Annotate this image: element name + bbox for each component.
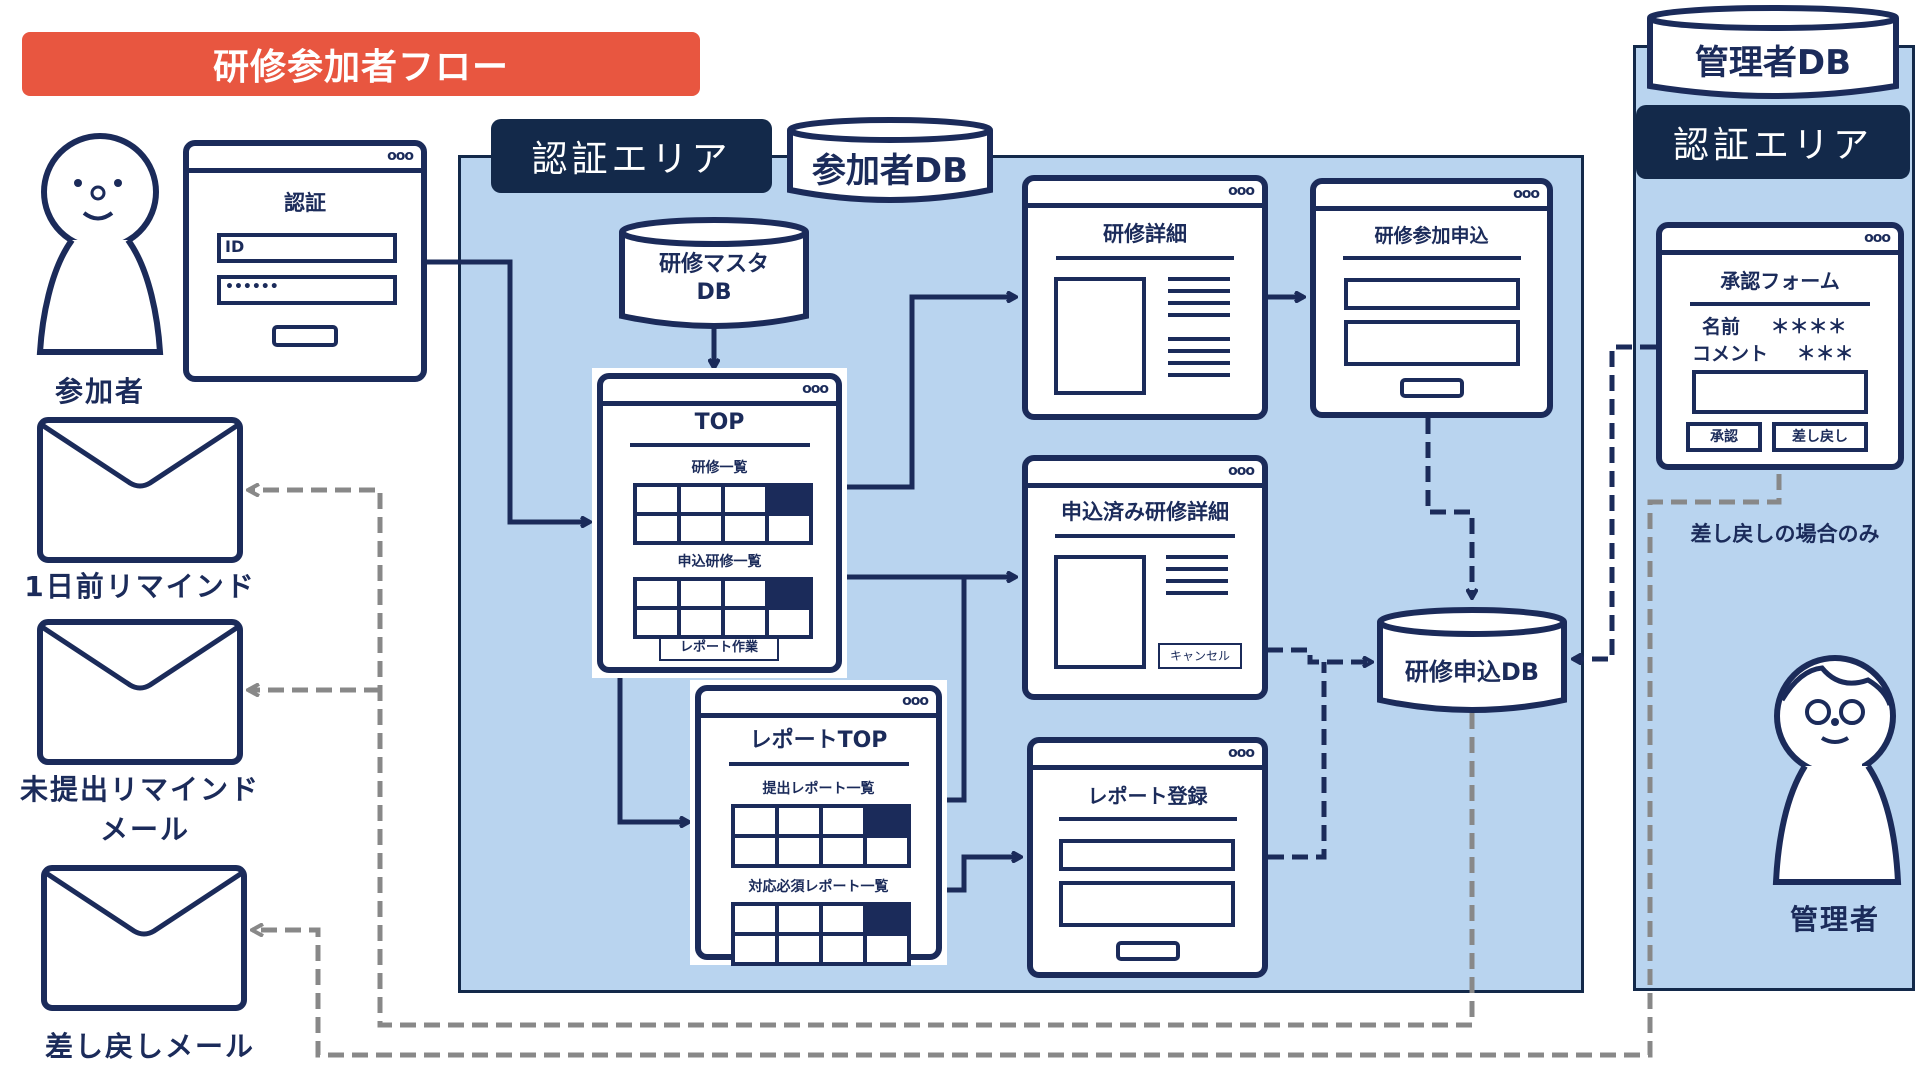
applied-list-label: 申込研修一覧 xyxy=(677,554,762,570)
admin-area-label: 認証エリア xyxy=(1636,105,1910,179)
admin-db-label: 管理者DB xyxy=(1694,43,1852,83)
report-top-title: レポートTOP xyxy=(749,728,888,753)
window-dots-icon: ooo xyxy=(1228,463,1255,479)
mail-icon-unsubmitted xyxy=(37,619,243,765)
master-db-cylinder xyxy=(619,217,809,329)
comment-label: コメント xyxy=(1692,343,1769,365)
participant-db-cylinder xyxy=(787,117,993,203)
login-button[interactable] xyxy=(272,325,338,347)
report-top-window: ooo レポートTOP 提出レポート一覧 対応必須レポート一覧 xyxy=(695,685,942,966)
window-dots-icon: ooo xyxy=(1228,745,1255,761)
image-placeholder xyxy=(1054,555,1146,669)
applied-row-link[interactable] xyxy=(769,581,809,606)
name-value: ＊＊＊＊ xyxy=(1770,316,1847,338)
window-dots-icon: ooo xyxy=(902,693,929,709)
top-title: TOP xyxy=(694,410,745,435)
participant-label: 参加者 xyxy=(54,375,145,408)
participant-db-label: 参加者DB xyxy=(811,151,969,191)
name-label: 名前 xyxy=(1702,316,1741,338)
email-label-reject: 差し戻しメール xyxy=(44,1030,255,1063)
submitted-report-list-label: 提出レポート一覧 xyxy=(762,781,875,797)
report-register-title: レポート登録 xyxy=(1087,784,1208,808)
report-field-2[interactable] xyxy=(1059,881,1235,927)
mail-icon-reject xyxy=(41,865,247,1011)
window-dots-icon: ooo xyxy=(387,148,414,164)
window-dots-icon: ooo xyxy=(1228,183,1255,199)
applied-list-table[interactable] xyxy=(633,577,813,639)
approval-form-title: 承認フォーム xyxy=(1720,269,1840,293)
admin-label: 管理者 xyxy=(1789,903,1880,936)
window-dots-icon: ooo xyxy=(1513,186,1540,202)
flow-appdb-to-email-reminders xyxy=(248,490,1475,1028)
apply-field-2[interactable] xyxy=(1344,320,1520,366)
application-db-cylinder xyxy=(1377,607,1567,713)
reject-only-note: 差し戻しの場合のみ xyxy=(1690,522,1880,546)
course-detail-title: 研修詳細 xyxy=(1103,222,1187,246)
password-field[interactable]: •••••• xyxy=(217,275,397,305)
course-detail-window: ooo 研修詳細 xyxy=(1022,175,1268,420)
report-submit-button[interactable] xyxy=(1115,941,1180,961)
submitted-report-table[interactable] xyxy=(731,804,911,868)
flow-cancel-to-appdb xyxy=(1243,647,1372,662)
master-db-label-1: 研修マスタ xyxy=(658,252,769,277)
required-report-list-label: 対応必須レポート一覧 xyxy=(748,879,889,895)
flow-register-to-appdb xyxy=(1268,662,1327,860)
mail-icon-reminder xyxy=(37,417,243,563)
course-apply-window: ooo 研修参加申込 xyxy=(1310,178,1553,418)
applied-detail-title: 申込済み研修詳細 xyxy=(1061,500,1229,524)
window-dots-icon: ooo xyxy=(1864,230,1891,246)
flow-approval-to-appdb xyxy=(1573,344,1656,659)
application-db-label: 研修申込DB xyxy=(1404,658,1540,686)
text-lines-icon xyxy=(1166,555,1228,595)
flow-top-to-detail xyxy=(808,297,1016,490)
window-dots-icon: ooo xyxy=(802,381,829,397)
apply-submit-button[interactable] xyxy=(1399,378,1464,398)
auth-window: ooo 認証 ID •••••• xyxy=(183,140,427,382)
master-db-label-2: DB xyxy=(696,280,732,305)
course-list-table[interactable] xyxy=(633,483,813,545)
course-list-label: 研修一覧 xyxy=(691,460,748,476)
cancel-button[interactable]: キャンセル xyxy=(1158,643,1242,669)
approve-button[interactable]: 承認 xyxy=(1686,422,1762,452)
required-report-table[interactable] xyxy=(731,902,911,966)
flow-reject-to-email xyxy=(252,450,1782,1058)
submitted-report-row-link[interactable] xyxy=(867,808,907,834)
email-label-unsubmitted-1: 未提出リマインド xyxy=(19,773,260,806)
required-report-row-link[interactable] xyxy=(867,906,907,932)
image-placeholder xyxy=(1054,277,1146,395)
reject-button[interactable]: 差し戻し xyxy=(1772,422,1868,452)
id-field[interactable]: ID xyxy=(217,233,397,263)
report-work-button[interactable]: レポート作業 xyxy=(659,635,779,661)
report-field-1[interactable] xyxy=(1059,839,1235,871)
comment-value: ＊＊＊ xyxy=(1796,343,1854,365)
flow-apply-to-appdb xyxy=(1425,418,1472,598)
page-title: 研修参加者フロー xyxy=(22,32,700,96)
course-apply-title: 研修参加申込 xyxy=(1374,225,1489,247)
email-label-reminder: 1日前リマインド xyxy=(24,570,256,603)
auth-title: 認証 xyxy=(284,191,326,215)
email-label-unsubmitted-2: メール xyxy=(99,813,190,846)
applied-detail-window: ooo 申込済み研修詳細 キャンセル xyxy=(1022,455,1268,700)
flow-auth-to-top xyxy=(427,259,590,522)
participant-area-label: 認証エリア xyxy=(491,119,772,193)
approval-form-window: ooo 承認フォーム 名前 ＊＊＊＊ コメント ＊＊＊ 承認 差し戻し xyxy=(1656,222,1904,470)
course-row-link[interactable] xyxy=(769,487,809,512)
report-register-window: ooo レポート登録 xyxy=(1027,737,1268,978)
text-lines-icon xyxy=(1168,277,1230,377)
top-window: ooo TOP 研修一覧 申込研修一覧 レポート作業 xyxy=(597,373,842,673)
admin-db-cylinder xyxy=(1647,5,1899,99)
comment-field[interactable] xyxy=(1692,370,1868,414)
apply-field-1[interactable] xyxy=(1344,278,1520,310)
